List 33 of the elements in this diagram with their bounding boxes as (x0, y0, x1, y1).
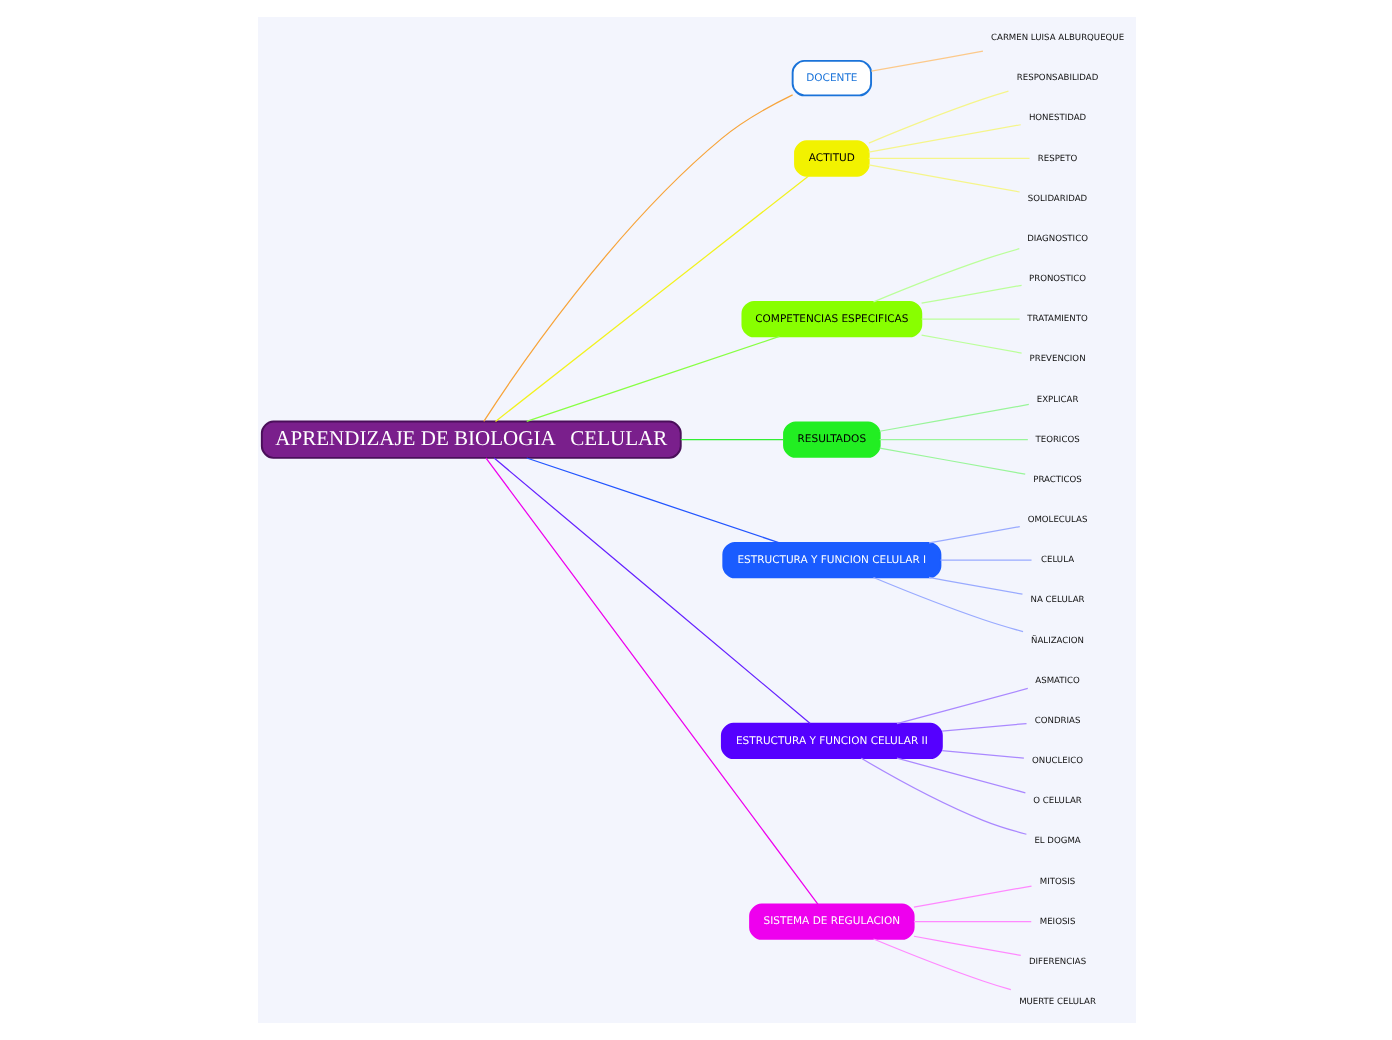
connector (938, 559, 1032, 561)
connector (871, 576, 1023, 633)
connector (869, 50, 983, 72)
connector (878, 447, 1025, 475)
connector (867, 164, 1020, 193)
connector (919, 284, 1022, 304)
connector (525, 457, 780, 544)
connector (912, 885, 1032, 908)
connector (871, 938, 1011, 991)
connector (867, 157, 1030, 160)
connector (484, 457, 818, 905)
connector (679, 439, 784, 441)
connector (878, 403, 1029, 432)
connector (927, 576, 1023, 595)
node-box: APRENDIZAJE DE BIOLOGIA CELULAR (259, 420, 681, 459)
connector (919, 334, 1022, 354)
connector (927, 526, 1020, 544)
connector (878, 439, 1028, 441)
connector (919, 318, 1020, 320)
connector (871, 248, 1019, 303)
connector (912, 921, 1031, 923)
connector (859, 757, 1026, 835)
connector (895, 757, 1025, 794)
connector (912, 935, 1021, 957)
connector (492, 457, 810, 725)
connector (525, 335, 780, 422)
connector (867, 124, 1021, 153)
connector (895, 687, 1028, 725)
connector (493, 175, 809, 423)
connector (940, 722, 1027, 732)
connector (482, 94, 793, 422)
connector (940, 750, 1024, 759)
connector (867, 90, 1009, 144)
